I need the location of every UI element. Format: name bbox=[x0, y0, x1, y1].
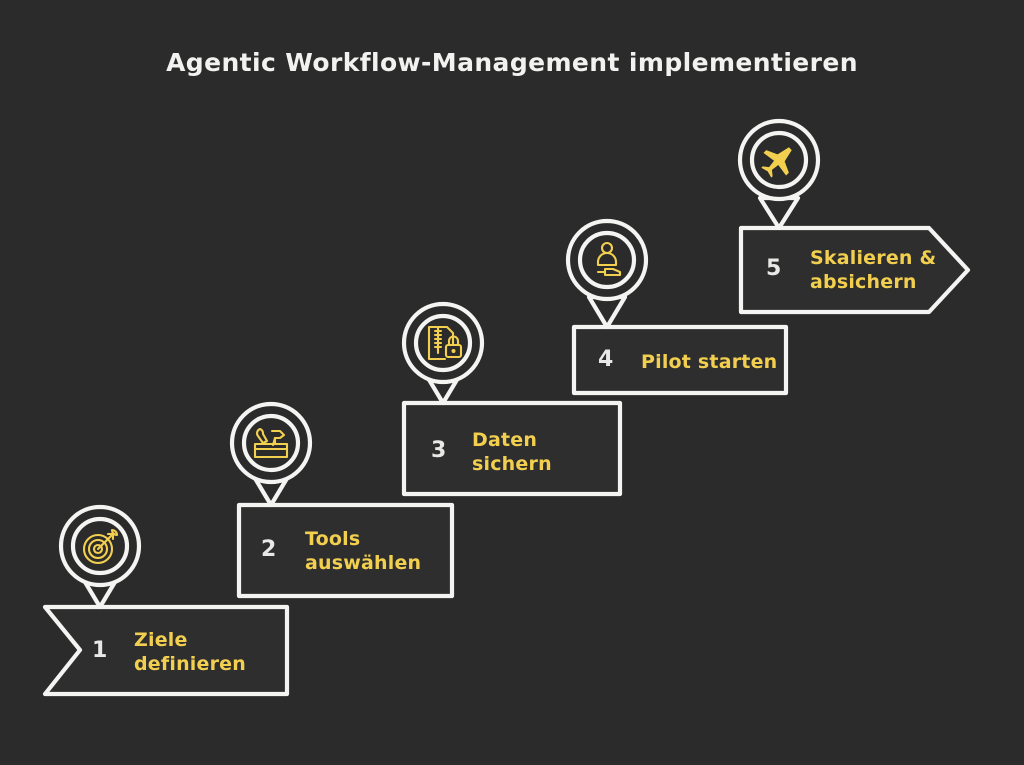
step-2-number: 2 bbox=[261, 537, 277, 562]
step-3-number: 3 bbox=[431, 438, 447, 463]
step-4-box[interactable] bbox=[571, 324, 789, 396]
step-3-pin[interactable] bbox=[401, 301, 485, 406]
step-2-box[interactable] bbox=[236, 502, 455, 599]
step-1-label: Ziele definieren bbox=[134, 629, 246, 676]
locked-file-icon bbox=[427, 325, 463, 361]
step-5-box[interactable] bbox=[738, 225, 971, 315]
step-1-number: 1 bbox=[92, 638, 108, 663]
step-4-number: 4 bbox=[598, 347, 614, 372]
step-1-box[interactable] bbox=[42, 604, 290, 697]
step-5-number: 5 bbox=[766, 256, 782, 281]
page-title: Agentic Workflow-Management implementier… bbox=[166, 48, 858, 77]
person-support-icon bbox=[596, 242, 622, 277]
step-3-label: Daten sichern bbox=[472, 429, 552, 476]
step-2-label: Tools auswählen bbox=[305, 528, 422, 575]
step-2-pin[interactable] bbox=[229, 401, 313, 508]
step-4-pin[interactable] bbox=[565, 218, 649, 330]
step-3-box[interactable] bbox=[401, 400, 623, 497]
step-4-label: Pilot starten bbox=[641, 351, 778, 373]
toolbox-icon bbox=[253, 427, 289, 459]
target-arrow-icon bbox=[82, 528, 119, 565]
step-1-pin[interactable] bbox=[58, 504, 142, 610]
step-5-label: Skalieren & absichern bbox=[810, 247, 937, 294]
step-5-pin[interactable] bbox=[737, 118, 821, 231]
airplane-icon bbox=[761, 147, 792, 178]
